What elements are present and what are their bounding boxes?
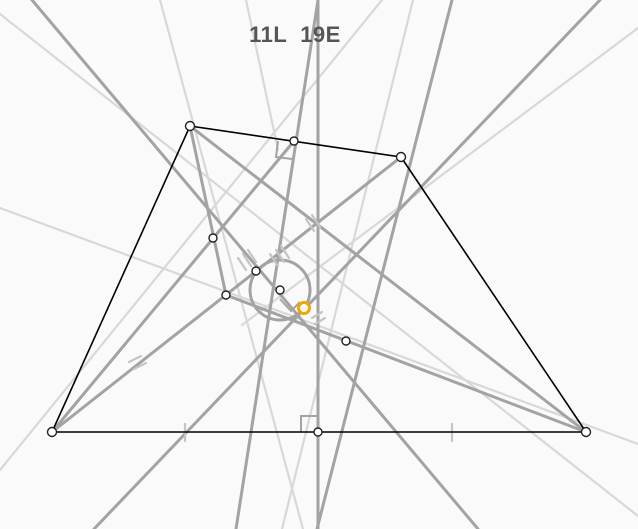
tick-mark	[310, 213, 322, 229]
construction-line	[315, 0, 454, 529]
faint-line	[158, 0, 305, 529]
tick-mark	[132, 361, 148, 371]
vertex-point-bottom-left[interactable]	[46, 426, 58, 438]
midpoint-top[interactable]	[289, 136, 299, 146]
tick-mark	[241, 252, 253, 268]
right-angle-markers	[274, 140, 318, 432]
construction-lines	[30, 0, 602, 529]
construction-line	[188, 124, 588, 434]
circle-center-point[interactable]	[275, 285, 285, 295]
tick-mark	[274, 248, 286, 264]
intersection-point[interactable]	[251, 266, 261, 276]
right-angle-marker	[279, 298, 301, 313]
tick-mark	[268, 252, 280, 268]
tick-marks	[127, 213, 454, 443]
tick-mark	[313, 316, 327, 326]
right-angle-marker	[274, 140, 293, 160]
intersection-point[interactable]	[341, 336, 351, 346]
construction-line	[224, 293, 588, 434]
faint-line	[0, 0, 384, 472]
construction-line	[92, 0, 602, 529]
construction-circle	[248, 258, 312, 322]
goal-point[interactable]	[297, 301, 311, 315]
tick-mark	[236, 256, 248, 272]
construction-points[interactable]	[46, 120, 592, 438]
vertex-point-top-left[interactable]	[184, 120, 196, 132]
intersection-point[interactable]	[221, 290, 231, 300]
tick-mark	[310, 310, 324, 320]
faint-line	[240, 26, 638, 327]
tick-mark	[279, 244, 291, 260]
tick-mark	[304, 217, 316, 233]
right-angle-marker	[300, 415, 318, 432]
tick-mark	[127, 354, 143, 364]
vertex-point-top-right[interactable]	[395, 151, 407, 163]
construction-line	[188, 124, 228, 297]
midpoint-bottom[interactable]	[313, 427, 323, 437]
faint-line	[244, 0, 280, 152]
vertex-point-bottom-right[interactable]	[580, 426, 592, 438]
construction-line	[30, 0, 480, 529]
tick-mark	[246, 248, 258, 264]
construction-line	[50, 139, 296, 434]
intersection-point[interactable]	[208, 233, 218, 243]
